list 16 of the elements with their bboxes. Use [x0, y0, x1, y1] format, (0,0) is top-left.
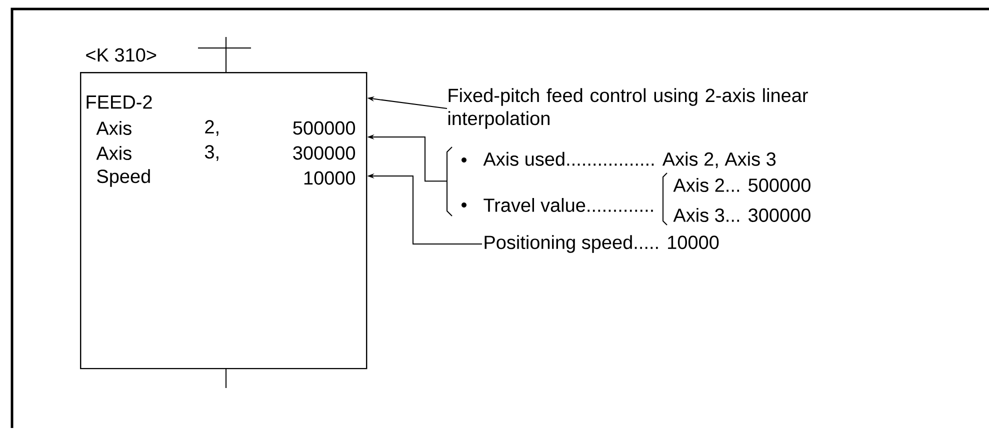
step-label: <K 310> — [86, 48, 156, 62]
program-text: 3, — [204, 145, 218, 161]
item-text: Axis used................. Axis 2, Axis 3 — [483, 152, 776, 168]
item-text: Travel value............. — [484, 198, 653, 212]
program-text: 500000 — [293, 121, 356, 135]
item-text: Axis 3... 300000 — [673, 208, 810, 222]
program-text: Speed — [97, 169, 150, 187]
program-text: Axis — [96, 121, 132, 135]
program-text: 10000 — [304, 171, 356, 185]
program-text: 300000 — [293, 146, 356, 160]
program-text: Axis — [96, 146, 132, 160]
item-text: Axis 2... 500000 — [673, 178, 810, 192]
program-text: 2, — [205, 120, 218, 136]
description-text: Fixed-pitch feed control using 2-axis linear interpolation — [448, 88, 808, 129]
description-text: Positioning speed..... 10000 — [484, 235, 719, 253]
program-text: FEED-2 — [86, 95, 152, 109]
